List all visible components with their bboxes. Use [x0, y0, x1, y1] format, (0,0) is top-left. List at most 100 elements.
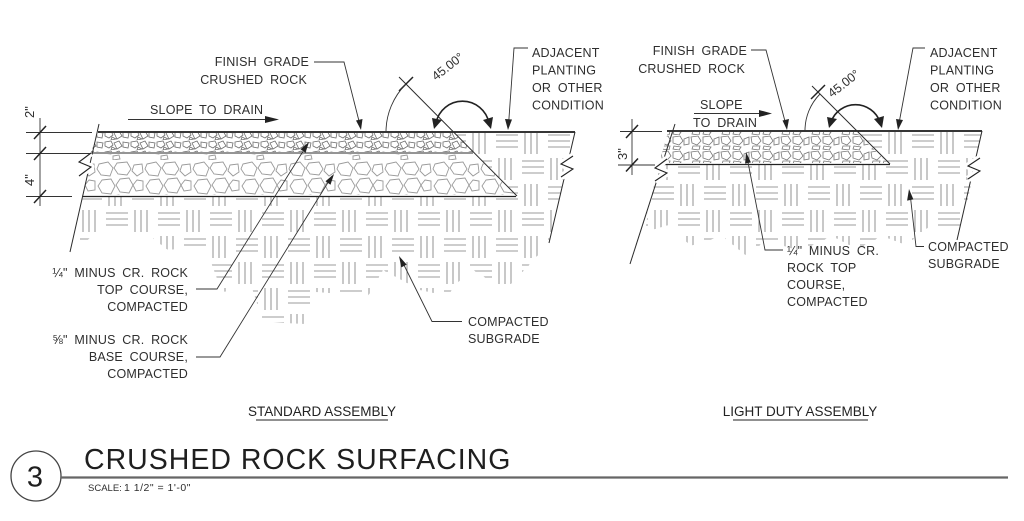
svg-text:ADJACENT: ADJACENT: [930, 46, 998, 60]
angle-arc-thin: [804, 93, 821, 132]
leader-arrow: [907, 189, 914, 201]
lightduty-slope-annotation: SLOPE TO DRAIN: [693, 98, 772, 130]
leader-line: [196, 144, 308, 290]
leader-line: [746, 156, 783, 251]
leader-line: [400, 258, 462, 322]
lightduty-thickness-dimension: 3": [615, 119, 662, 175]
svg-text:TOP COURSE,: TOP COURSE,: [97, 283, 188, 297]
lightduty-dim-3in: 3": [615, 148, 630, 160]
leader-arrow: [399, 256, 407, 268]
lightduty-adjacent-label: ADJACENT PLANTING OR OTHER CONDITION: [896, 46, 1002, 130]
dim-tick: [33, 189, 47, 204]
svg-text:PLANTING: PLANTING: [532, 64, 596, 78]
svg-text:⅝" MINUS CR. ROCK: ⅝" MINUS CR. ROCK: [52, 333, 188, 347]
standard-angle-label: 45.00°: [429, 50, 466, 83]
svg-text:SUBGRADE: SUBGRADE: [928, 257, 1000, 271]
angle-arrow-right: [874, 116, 884, 128]
lightduty-subgrade-label: COMPACTED SUBGRADE: [907, 189, 1009, 271]
svg-text:CRUSHED ROCK: CRUSHED ROCK: [638, 62, 745, 76]
title-block: 3 CRUSHED ROCK SURFACING SCALE: 1 1/2" =…: [10, 444, 1008, 502]
standard-slope-label: SLOPE TO DRAIN: [150, 103, 263, 117]
standard-dim-2in: 2": [22, 106, 37, 118]
standard-top-course-hatch: [91, 133, 473, 152]
dim-tick: [625, 157, 639, 173]
slope-arrow-head: [265, 116, 279, 123]
leader-line: [314, 61, 361, 126]
svg-text:STANDARD ASSEMBLY: STANDARD ASSEMBLY: [248, 404, 396, 419]
svg-text:FINISH GRADE: FINISH GRADE: [653, 44, 747, 58]
svg-text:OR OTHER: OR OTHER: [532, 81, 603, 95]
angle-arc-thin: [385, 83, 407, 133]
angle-arrow-right: [483, 117, 493, 129]
svg-text:FINISH GRADE: FINISH GRADE: [215, 55, 309, 69]
lightduty-right-break-symbol: [964, 155, 984, 182]
svg-text:ADJACENT: ADJACENT: [532, 46, 600, 60]
leader-arrow: [745, 152, 751, 164]
standard-assembly-title: STANDARD ASSEMBLY: [248, 404, 396, 421]
angle-arc-bold: [435, 100, 490, 124]
lightduty-top-course-hatch: [659, 132, 888, 163]
light-duty-assembly-drawing: 3" SLOPE TO DRAIN FINISH GRADE CRUSHED R…: [615, 44, 1009, 421]
angle-arrow-left: [432, 118, 442, 129]
standard-slope-annotation: SLOPE TO DRAIN: [128, 103, 279, 123]
standard-subgrade-label: COMPACTED SUBGRADE: [399, 256, 549, 346]
angle-arrow-left: [827, 117, 837, 128]
svg-text:COMPACTED: COMPACTED: [107, 367, 188, 381]
leader-arrow: [896, 119, 903, 130]
svg-text:¼" MINUS CR. ROCK: ¼" MINUS CR. ROCK: [52, 266, 188, 280]
dim-tick: [33, 125, 47, 140]
standard-right-break-symbol: [557, 153, 577, 180]
svg-text:CONDITION: CONDITION: [532, 99, 604, 113]
detail-number-bubble: [10, 450, 62, 502]
leader-arrow: [782, 119, 789, 130]
standard-subgrade-hatch: [71, 133, 575, 324]
svg-text:PLANTING: PLANTING: [930, 64, 994, 78]
lightduty-left-cut-line: [629, 123, 676, 265]
lightduty-right-cut-line: [956, 130, 983, 241]
standard-left-cut-line: [69, 123, 100, 253]
standard-thickness-dimension: 2" 4": [22, 106, 92, 206]
standard-angle-annotation: 45.00°: [385, 50, 493, 133]
leader-line: [898, 47, 925, 127]
standard-right-cut-line: [548, 131, 576, 244]
leader-arrow: [300, 142, 309, 153]
leader-line: [196, 175, 333, 358]
lightduty-subgrade-hatch: [645, 132, 982, 257]
standard-finish-grade-label: FINISH GRADE CRUSHED ROCK: [200, 55, 363, 130]
leader-line: [751, 49, 787, 126]
lightduty-slope-label-1: SLOPE: [700, 98, 743, 112]
sheet-title: CRUSHED ROCK SURFACING: [84, 444, 511, 476]
standard-dim-4in: 4": [22, 174, 37, 186]
svg-text:OR OTHER: OR OTHER: [930, 81, 1001, 95]
svg-text:COMPACTED: COMPACTED: [787, 295, 868, 309]
angle-tick: [810, 84, 826, 100]
svg-text:ROCK TOP: ROCK TOP: [787, 261, 856, 275]
standard-top-course-label: ¼" MINUS CR. ROCK TOP COURSE, COMPACTED: [52, 142, 309, 314]
leader-arrow: [325, 174, 334, 185]
lightduty-top-course-label: ¼" MINUS CR. ROCK TOP COURSE, COMPACTED: [745, 152, 879, 309]
leader-line: [909, 192, 924, 247]
svg-text:BASE COURSE,: BASE COURSE,: [89, 350, 188, 364]
svg-text:COMPACTED: COMPACTED: [107, 300, 188, 314]
svg-text:LIGHT DUTY ASSEMBLY: LIGHT DUTY ASSEMBLY: [723, 404, 878, 419]
standard-base-course-hatch: [83, 154, 516, 195]
lightduty-finish-grade-label: FINISH GRADE CRUSHED ROCK: [638, 44, 789, 130]
dim-tick: [33, 146, 47, 161]
svg-text:¼" MINUS CR.: ¼" MINUS CR.: [787, 244, 879, 258]
detail-number: 3: [27, 462, 43, 494]
slope-arrow-head: [759, 110, 772, 117]
leader-line: [508, 47, 528, 126]
leader-arrow: [356, 119, 363, 130]
angle-arc-bold: [830, 103, 881, 123]
lightduty-angle-annotation: 45.00°: [804, 67, 884, 132]
standard-left-break-symbol: [75, 150, 95, 179]
dim-tick: [625, 124, 639, 139]
lightduty-angle-label: 45.00°: [825, 67, 862, 100]
scale-label: SCALE:: [88, 483, 122, 494]
standard-base-course-label: ⅝" MINUS CR. ROCK BASE COURSE, COMPACTED: [52, 174, 334, 381]
leader-arrow: [505, 119, 512, 130]
svg-text:CONDITION: CONDITION: [930, 99, 1002, 113]
svg-text:COMPACTED: COMPACTED: [928, 240, 1009, 254]
svg-text:CRUSHED ROCK: CRUSHED ROCK: [200, 73, 307, 87]
